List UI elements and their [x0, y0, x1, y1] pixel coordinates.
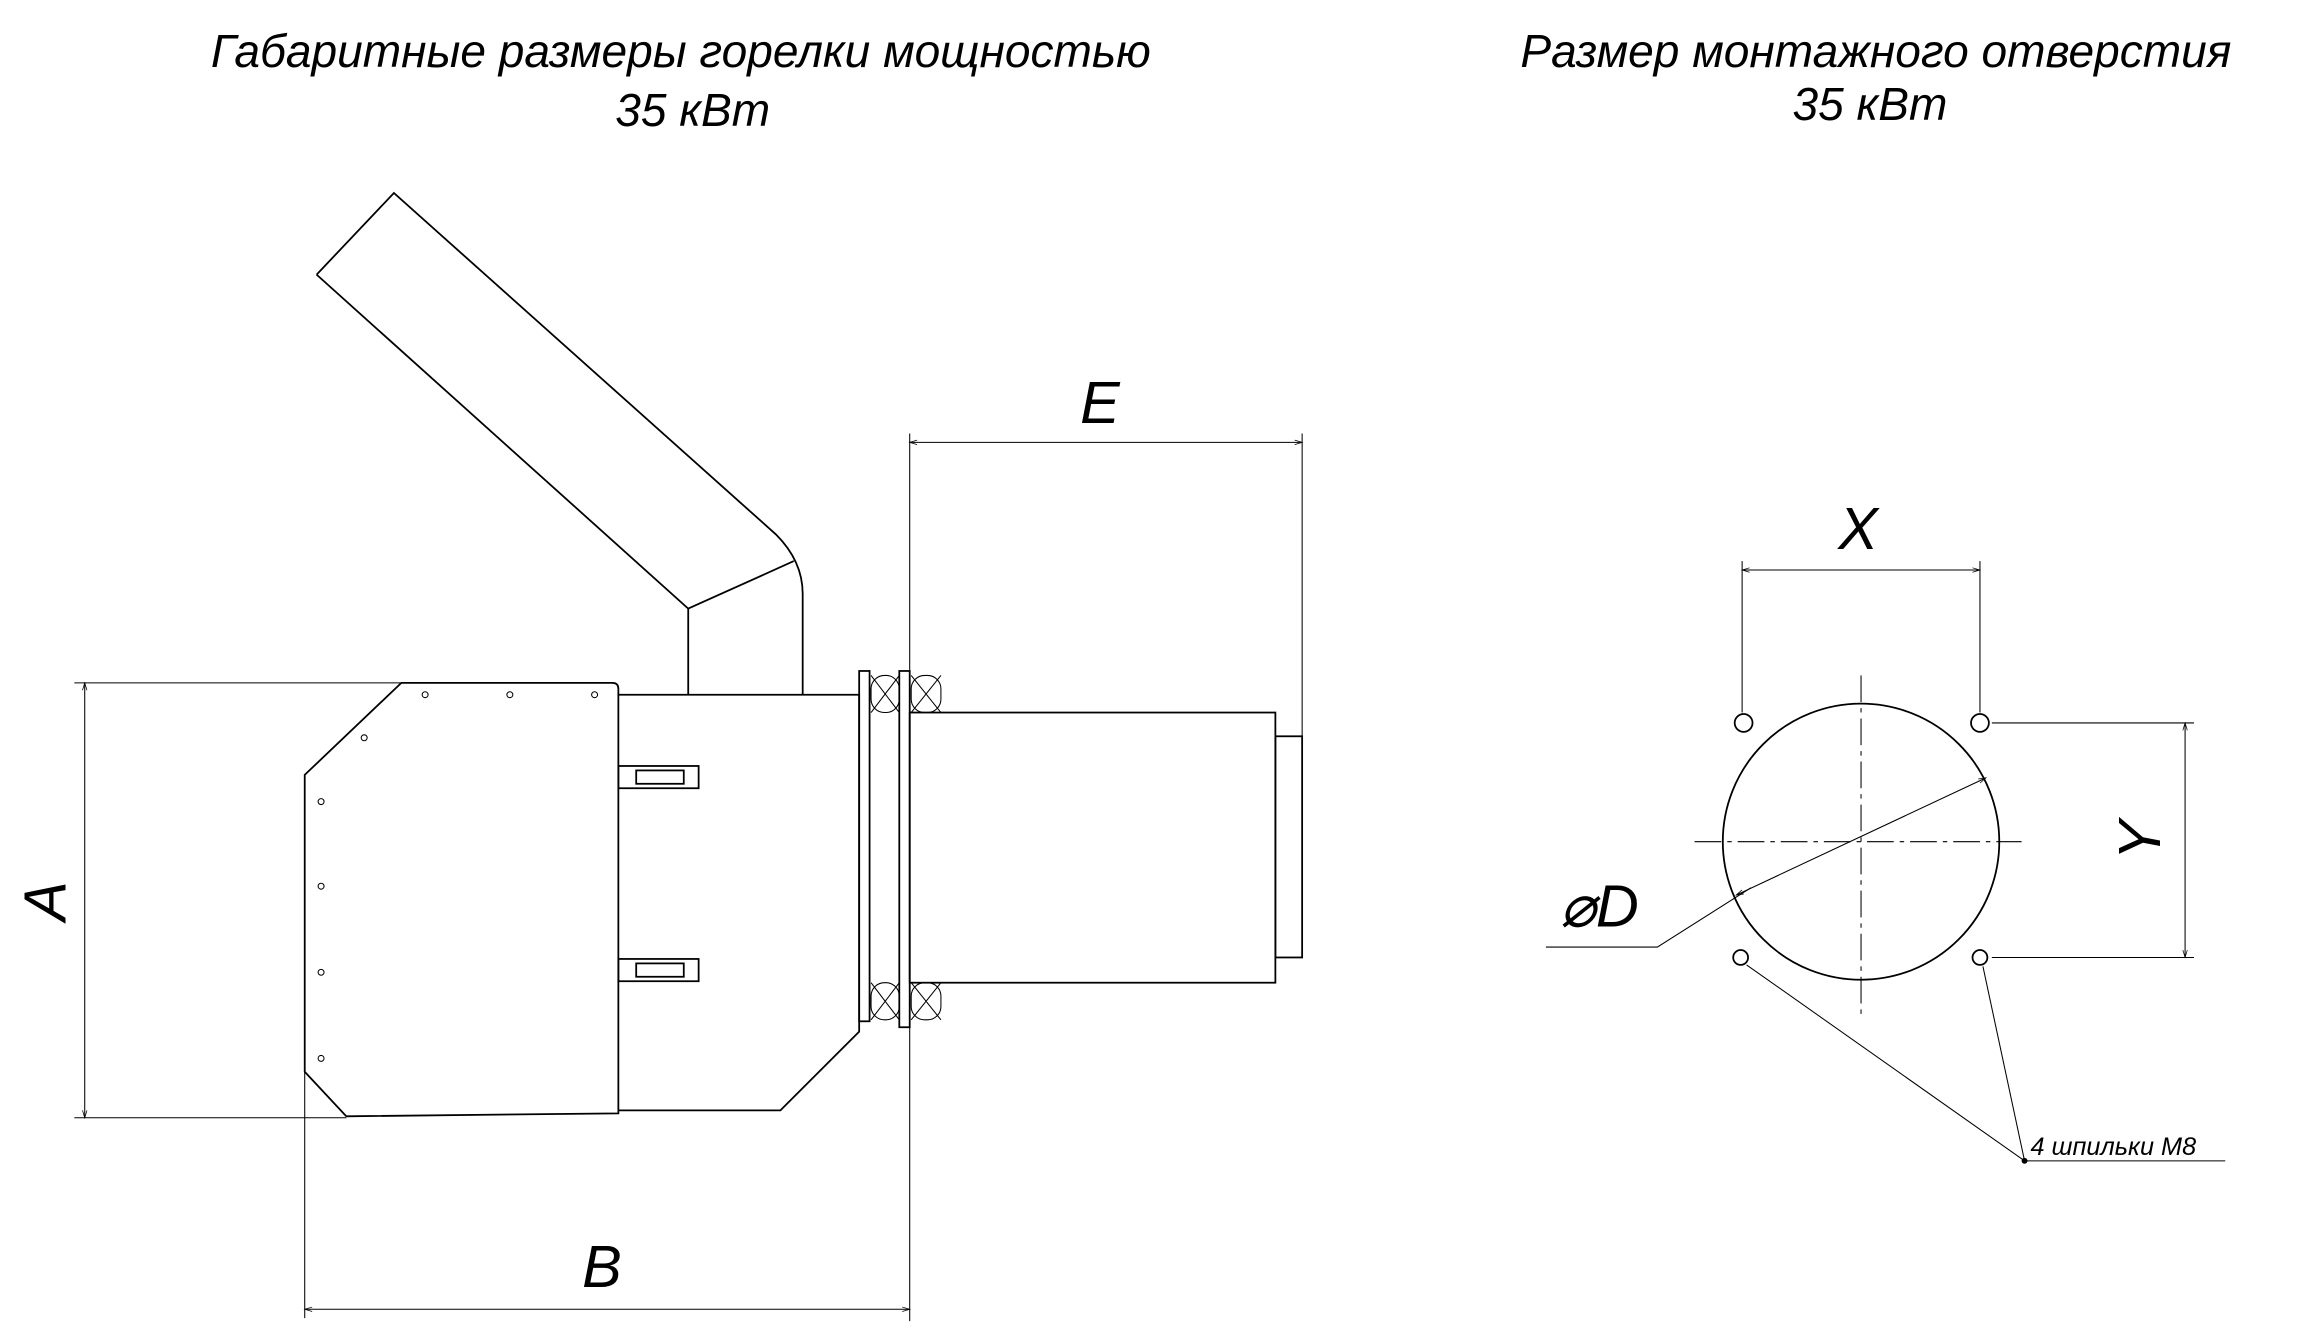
dimension-e: E: [908, 369, 1304, 1322]
left-title-line2: 35 кВт: [615, 84, 770, 136]
dimension-d-label: ⌀D: [1560, 872, 1639, 939]
dimension-y: Y: [1991, 721, 2195, 959]
screw-dots: [317, 691, 599, 1062]
stud-note: 4 шпильки М8: [2030, 1133, 2196, 1161]
mount-brackets: [617, 765, 700, 983]
dimension-d: ⌀D: [1545, 777, 1988, 948]
dimension-x-label: X: [1836, 495, 1880, 562]
control-housing: [303, 681, 620, 1118]
dimension-e-label: E: [1080, 369, 1121, 436]
burner-drawing: [303, 191, 1304, 1118]
right-title-line1: Размер монтажного отверстия: [1520, 25, 2231, 77]
dimension-b-label: B: [582, 1233, 622, 1300]
nozzle: [1274, 735, 1304, 959]
right-title-line2: 35 кВт: [1793, 78, 1948, 130]
burner-tube: [908, 711, 1277, 984]
flange: [858, 670, 942, 1029]
dimension-a-label: A: [11, 881, 78, 924]
fuel-chute: [315, 191, 804, 695]
stud-callout: 4 шпильки М8: [1746, 964, 2226, 1164]
dimension-y-label: Y: [2106, 816, 2173, 860]
mounting-hole-drawing: X Y ⌀D 4 шпильки М8: [1545, 495, 2226, 1164]
dimension-b: B: [303, 1071, 912, 1319]
stud-holes: [1732, 713, 1990, 966]
left-title-line1: Габаритные размеры горелки мощностью: [211, 25, 1151, 77]
feeder-body: [618, 693, 861, 1112]
dimension-x: X: [1740, 495, 1982, 713]
dimension-a: A: [11, 681, 402, 1120]
